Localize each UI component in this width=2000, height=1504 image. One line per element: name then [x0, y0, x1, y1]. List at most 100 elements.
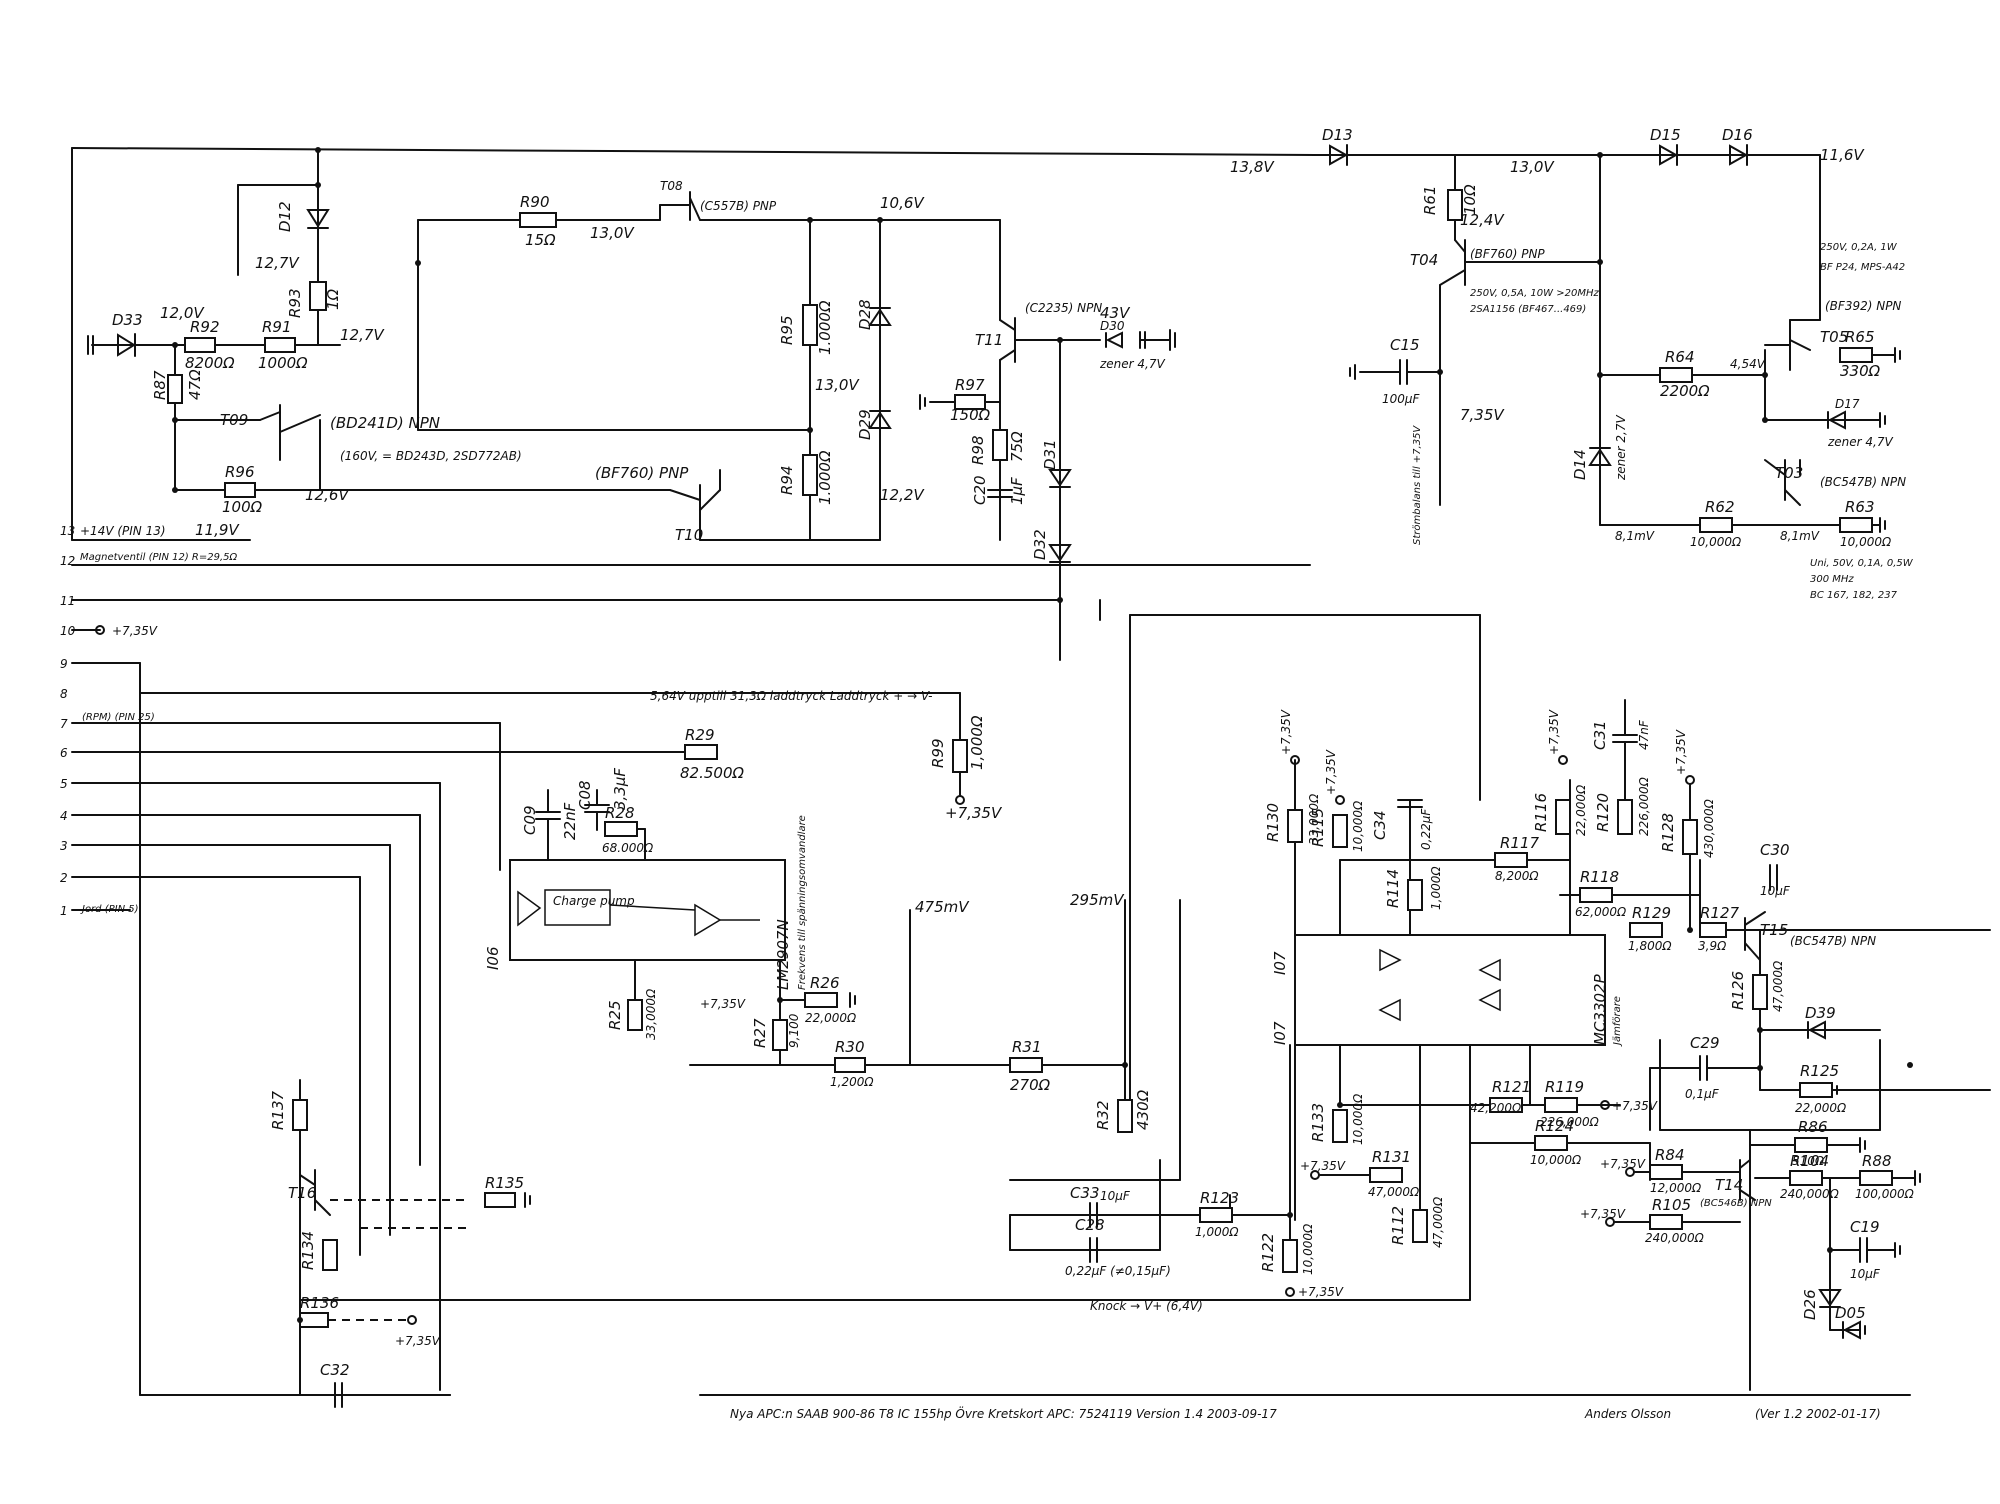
- value-r130: 33,000Ω: [1307, 793, 1321, 845]
- label-d15: D15: [1650, 126, 1681, 144]
- label-r92: R92: [190, 318, 220, 336]
- pin-12-label: Magnetventil (PIN 12) R=29,5Ω: [80, 552, 238, 563]
- label-d31: D31: [1041, 439, 1059, 470]
- resistor-r120: [1617, 799, 1633, 835]
- ic-i07-mc3302: [1294, 934, 1606, 1046]
- rail-label-43v: 43V: [1100, 304, 1131, 322]
- label-r133: R133: [1309, 1103, 1327, 1142]
- label-t11: T11: [975, 331, 1003, 349]
- diode-d17: [1827, 410, 1846, 430]
- transistor-t16: [299, 1169, 331, 1216]
- part-t14: (BC546B) NPN: [1700, 1198, 1772, 1209]
- resistor-r134: [322, 1239, 338, 1271]
- label-r122-supply: +7,35V: [1298, 1285, 1344, 1299]
- label-r117: R117: [1500, 834, 1540, 852]
- value-r29: 82.500Ω: [680, 764, 744, 782]
- rail-label-13-0v-mid: 13,0V: [815, 376, 860, 394]
- diode-d33: [87, 333, 136, 357]
- label-c33: C33: [1070, 1184, 1100, 1202]
- value-c34: 0,22µF: [1419, 808, 1433, 850]
- label-c29: C29: [1690, 1034, 1720, 1052]
- label-mc3302: MC3302P: [1591, 973, 1609, 1045]
- resistor-r95: [802, 304, 818, 346]
- capacitor-c15: [1359, 359, 1441, 385]
- label-r32: R32: [1094, 1100, 1112, 1130]
- resistor-r130: [1287, 809, 1303, 843]
- diode-d12: [306, 209, 330, 229]
- rail-label-11-6v: 11,6V: [1820, 146, 1865, 164]
- value-r94: 1.000Ω: [816, 450, 834, 505]
- label-charge-pump: Charge pump: [553, 894, 635, 908]
- resistor-r114: [1407, 879, 1423, 911]
- pin-7-label: (RPM) (PIN 25): [82, 712, 155, 723]
- label-r65: R65: [1845, 328, 1875, 346]
- value-r124: 10,000Ω: [1530, 1153, 1582, 1167]
- label-r93: R93: [286, 288, 304, 318]
- pin-11-number: 11: [60, 594, 75, 608]
- value-c20: 1µF: [1008, 477, 1026, 505]
- pin-9-number: 9: [60, 657, 68, 671]
- label-r104: R104: [1790, 1152, 1829, 1170]
- label-r137: R137: [269, 1090, 287, 1130]
- diode-d13: [1329, 144, 1349, 166]
- value-r133: 10,000Ω: [1351, 1093, 1365, 1145]
- value-r98: 75Ω: [1008, 431, 1026, 462]
- label-r131-supply: +7,35V: [1300, 1159, 1346, 1173]
- title-block-author: Anders Olsson: [1584, 1407, 1671, 1421]
- diode-d39: [1807, 1020, 1826, 1040]
- label-c20: C20: [971, 475, 989, 505]
- resistor-r105: [1649, 1214, 1683, 1230]
- label-t05: T05: [1820, 328, 1848, 346]
- label-r127: R127: [1700, 904, 1740, 922]
- pin-13-number: 13: [60, 524, 75, 538]
- label-r128: R128: [1659, 813, 1677, 852]
- rail-label-13-8v: 13,8V: [1230, 158, 1275, 176]
- label-r90: R90: [520, 193, 550, 211]
- label-d13: D13: [1322, 126, 1353, 144]
- resistor-r94: [802, 454, 818, 496]
- label-r119-supply: +7,35V: [1612, 1099, 1658, 1113]
- resistor-r30: [834, 1057, 866, 1073]
- value-r104: 240,000Ω: [1780, 1187, 1840, 1201]
- value-r121: 42,200Ω: [1470, 1101, 1522, 1115]
- resistor-r92: [184, 337, 216, 353]
- resistor-r25: [627, 999, 643, 1031]
- label-t16: T16: [288, 1184, 316, 1202]
- pin-2-number: 2: [60, 871, 68, 885]
- value-r122: 10,000Ω: [1301, 1223, 1315, 1275]
- value-r117: 8,200Ω: [1495, 869, 1539, 883]
- label-c09: C09: [521, 805, 539, 835]
- value-r86: 510Ω: [1792, 1154, 1825, 1168]
- label-r119: R119: [1545, 1078, 1584, 1096]
- resistor-r135: [484, 1192, 516, 1208]
- label-r112: R112: [1389, 1206, 1407, 1245]
- pin-10-number: 10: [60, 624, 76, 638]
- junction-dots: [172, 147, 1913, 1323]
- resistor-r91: [264, 337, 296, 353]
- value-c29: 0,1µF: [1685, 1087, 1720, 1101]
- value-c33: 10µF: [1100, 1189, 1131, 1203]
- value-r114: 1,000Ω: [1429, 866, 1443, 910]
- value-r27: 9,100: [787, 1013, 801, 1048]
- label-c19: C19: [1850, 1218, 1880, 1236]
- value-c30: 10µF: [1760, 884, 1791, 898]
- value-c09: 22nF: [561, 802, 579, 840]
- capacitor-c29: [1699, 1055, 1761, 1081]
- value-r65: 330Ω: [1840, 362, 1881, 380]
- capacitor-c28: [1089, 1237, 1098, 1263]
- label-r105-supply: +7,35V: [1580, 1207, 1626, 1221]
- value-r129: 1,800Ω: [1628, 939, 1672, 953]
- label-c34: C34: [1371, 810, 1389, 840]
- rail-label-8-1mv-b: 8,1mV: [1780, 529, 1820, 543]
- value-r123: 1,000Ω: [1195, 1225, 1239, 1239]
- value-d30: zener 4,7V: [1099, 357, 1166, 371]
- value-r62: 10,000Ω: [1690, 535, 1742, 549]
- label-r95: R95: [778, 315, 796, 345]
- value-r115: 10,000Ω: [1351, 800, 1365, 852]
- value-c28: 0,22µF (≠0,15µF): [1065, 1264, 1171, 1278]
- value-r131: 47,000Ω: [1368, 1185, 1420, 1199]
- pin-1-number: 1: [60, 904, 68, 918]
- value-r90: 15Ω: [525, 231, 556, 249]
- transistor-t05: [1764, 319, 1821, 371]
